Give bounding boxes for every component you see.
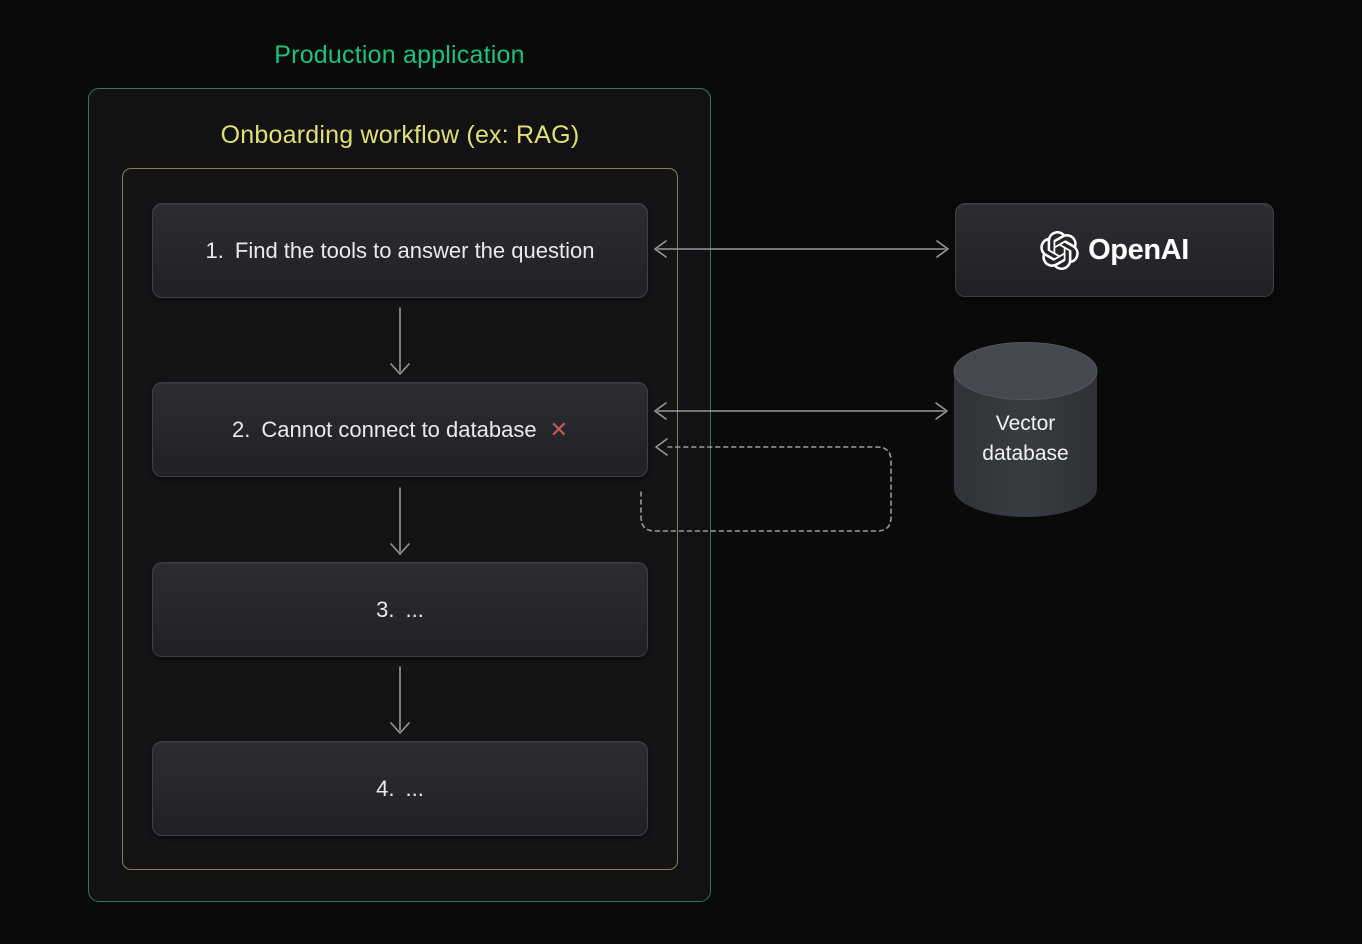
openai-logo-icon	[1040, 230, 1079, 270]
vector-database-label-line1: Vector	[995, 412, 1056, 435]
openai-node: OpenAI	[955, 203, 1274, 297]
step-label: Cannot connect to database	[261, 416, 537, 442]
vector-database-label-line2: database	[982, 442, 1069, 465]
step-4-box: 4. ...	[152, 741, 648, 836]
onboarding-workflow-title: Onboarding workflow (ex: RAG)	[220, 121, 580, 149]
vector-database-label: Vector database	[953, 409, 1098, 469]
step-number: 2.	[231, 416, 251, 442]
step-2-box: 2. Cannot connect to database ✕	[152, 382, 648, 477]
vector-database-node: Vector database	[953, 341, 1098, 518]
database-cylinder-icon	[953, 342, 1098, 517]
step-3-box: 3. ...	[152, 562, 648, 657]
openai-node-label: OpenAI	[1088, 233, 1189, 266]
step-number: 1.	[205, 237, 224, 263]
step-number: 3.	[376, 596, 395, 622]
step-number: 4.	[376, 775, 395, 801]
error-x-icon: ✕	[549, 416, 568, 442]
step-label: Find the tools to answer the question	[234, 237, 595, 263]
step-label: ...	[405, 596, 424, 622]
production-application-title: Production application	[274, 41, 525, 69]
step-label: ...	[405, 775, 424, 801]
step-1-box: 1. Find the tools to answer the question	[152, 203, 648, 298]
